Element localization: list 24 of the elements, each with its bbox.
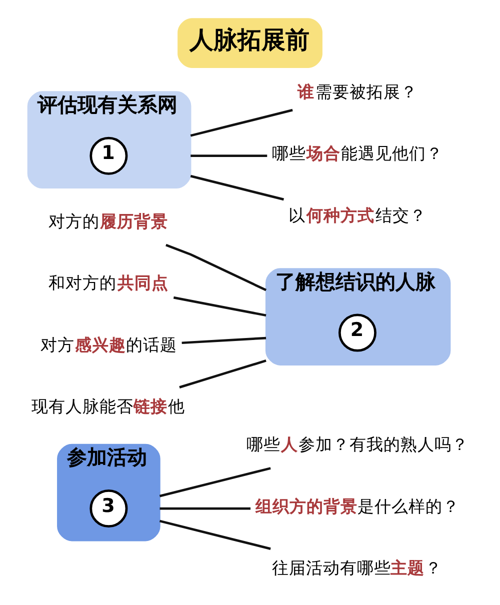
connector (159, 520, 271, 550)
node-text: 和对方的共同点 (48, 273, 169, 292)
node-circle: 2 (338, 314, 376, 352)
node-text: 哪些场合能遇见他们？ (272, 144, 443, 164)
node-text: 谁需要被拓展？ (298, 82, 418, 102)
node-text: 以何种方式结交？ (288, 206, 426, 225)
connector (190, 108, 293, 137)
connector (160, 507, 250, 510)
node-circle: 1 (90, 136, 128, 175)
node-text: 对方的履历背景 (48, 212, 168, 231)
node-circle: 3 (90, 490, 128, 528)
connector (173, 296, 266, 317)
node-text: 组织方的背景是什么样的？ (255, 496, 460, 516)
connector (190, 154, 268, 158)
connector (190, 174, 284, 201)
node-text: 哪些人参加？有我的熟人吗？ (246, 434, 469, 454)
connector (179, 359, 266, 388)
connector (159, 467, 271, 498)
node-text: 往届活动有哪些主题？ (272, 558, 442, 578)
connector (166, 244, 267, 292)
diagram-title: 人脉拓展前 (189, 26, 310, 54)
node-text: 对方感兴趣的话题 (40, 335, 177, 354)
node-text: 现有人脉能否链接他 (32, 396, 186, 416)
connector (182, 336, 266, 344)
